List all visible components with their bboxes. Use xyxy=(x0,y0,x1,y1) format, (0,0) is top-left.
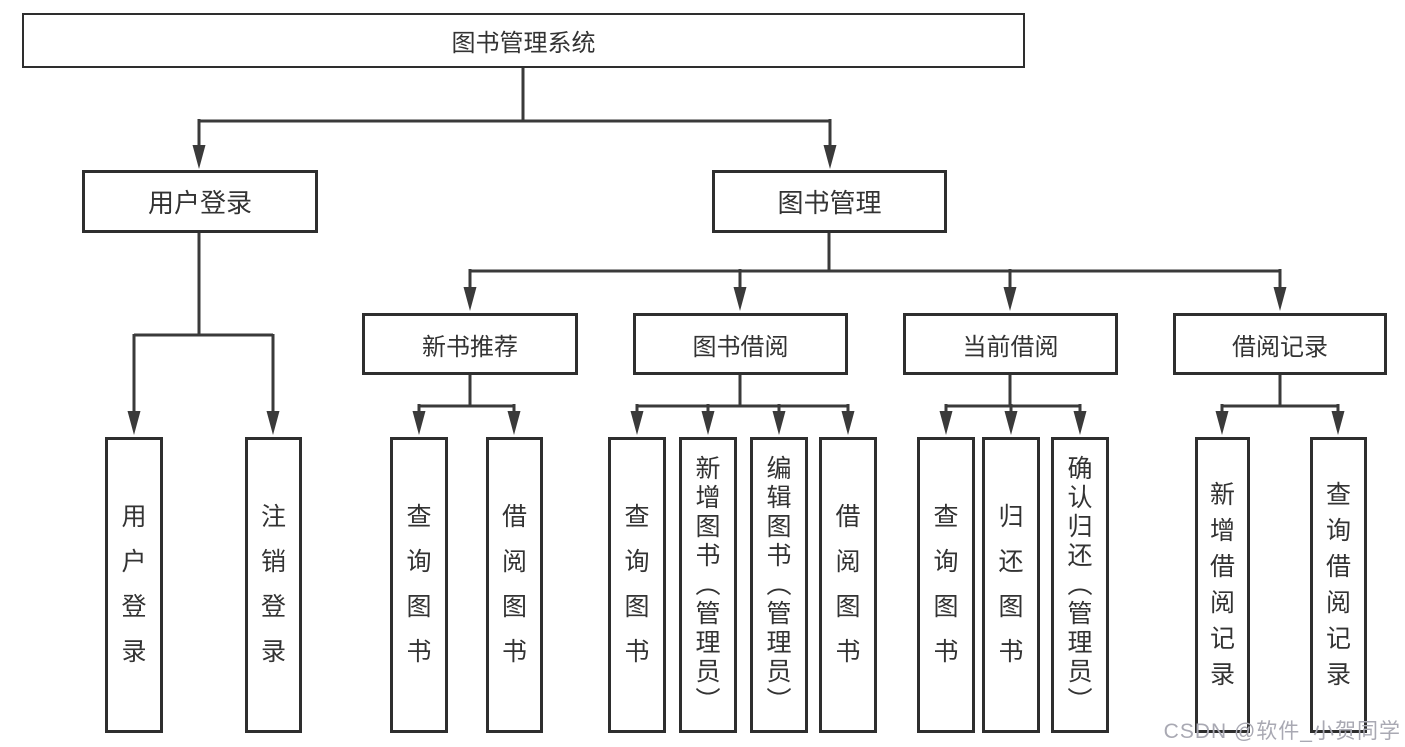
leaf-query-books-current: 查询图书 xyxy=(917,437,975,733)
node-user-login: 用户登录 xyxy=(82,170,318,233)
node-library-management-system: 图书管理系统 xyxy=(22,13,1025,68)
leaf-query-books-recommend: 查询图书 xyxy=(390,437,448,733)
node-new-book-recommendation: 新书推荐 xyxy=(362,313,578,375)
leaf-return-books: 归还图书 xyxy=(982,437,1040,733)
arrowheads xyxy=(127,145,1345,435)
watermark-text: CSDN @软件_小贺同学 xyxy=(1163,720,1401,743)
leaf-query-borrow-record: 查询借阅记录 xyxy=(1310,437,1367,733)
leaf-edit-book-admin: 编辑图书︵管理员︶ xyxy=(750,437,808,733)
leaf-add-book-admin: 新增图书︵管理员︶ xyxy=(679,437,737,733)
leaf-logout: 注销登录 xyxy=(245,437,302,733)
node-book-borrowing: 图书借阅 xyxy=(633,313,848,375)
connector-lines xyxy=(132,68,1340,416)
leaf-borrow-books-recommend: 借阅图书 xyxy=(486,437,543,733)
node-borrowing-records: 借阅记录 xyxy=(1173,313,1387,375)
leaf-query-books-borrow: 查询图书 xyxy=(608,437,666,733)
leaf-user-login: 用户登录 xyxy=(105,437,163,733)
node-book-management: 图书管理 xyxy=(712,170,947,233)
node-current-borrowing: 当前借阅 xyxy=(903,313,1118,375)
leaf-add-borrow-record: 新增借阅记录 xyxy=(1195,437,1250,733)
leaf-confirm-return-admin: 确认归还︵管理员︶ xyxy=(1051,437,1109,733)
leaf-borrow-books-borrow: 借阅图书 xyxy=(819,437,877,733)
